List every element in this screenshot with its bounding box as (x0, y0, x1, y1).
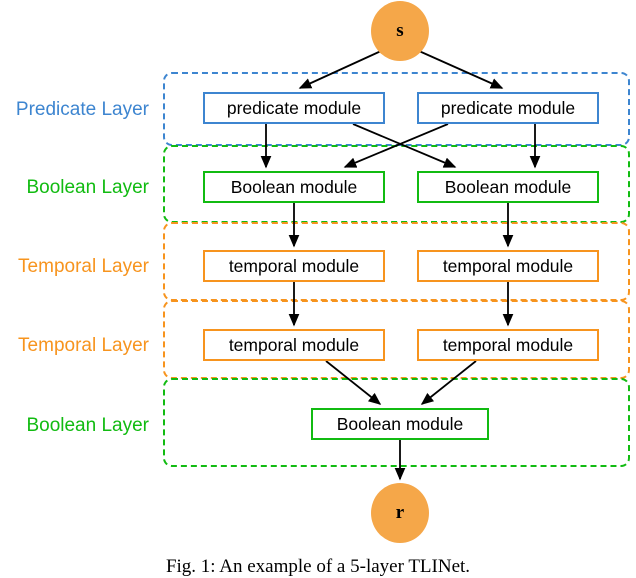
node-r: r (371, 483, 429, 543)
node-s: s (371, 1, 429, 61)
temporal-module-1-left[interactable]: temporal module (203, 250, 385, 282)
layer-group-boolean-layer-2 (163, 378, 630, 467)
layer-label-predicate-layer: Predicate Layer (15, 99, 149, 120)
layer-label-boolean-layer-1: Boolean Layer (26, 177, 149, 198)
boolean-module-final[interactable]: Boolean module (311, 408, 489, 440)
layer-label-temporal-layer-2: Temporal Layer (18, 335, 149, 356)
boolean-module-right[interactable]: Boolean module (417, 171, 599, 203)
temporal-module-2-left[interactable]: temporal module (203, 329, 385, 361)
layer-label-temporal-layer-1: Temporal Layer (18, 256, 149, 277)
predicate-module-left[interactable]: predicate module (203, 92, 385, 124)
predicate-module-right[interactable]: predicate module (417, 92, 599, 124)
layer-label-boolean-layer-2: Boolean Layer (26, 415, 149, 436)
temporal-module-2-right[interactable]: temporal module (417, 329, 599, 361)
boolean-module-left[interactable]: Boolean module (203, 171, 385, 203)
figure-caption: Fig. 1: An example of a 5-layer TLINet. (165, 556, 471, 577)
temporal-module-1-right[interactable]: temporal module (417, 250, 599, 282)
